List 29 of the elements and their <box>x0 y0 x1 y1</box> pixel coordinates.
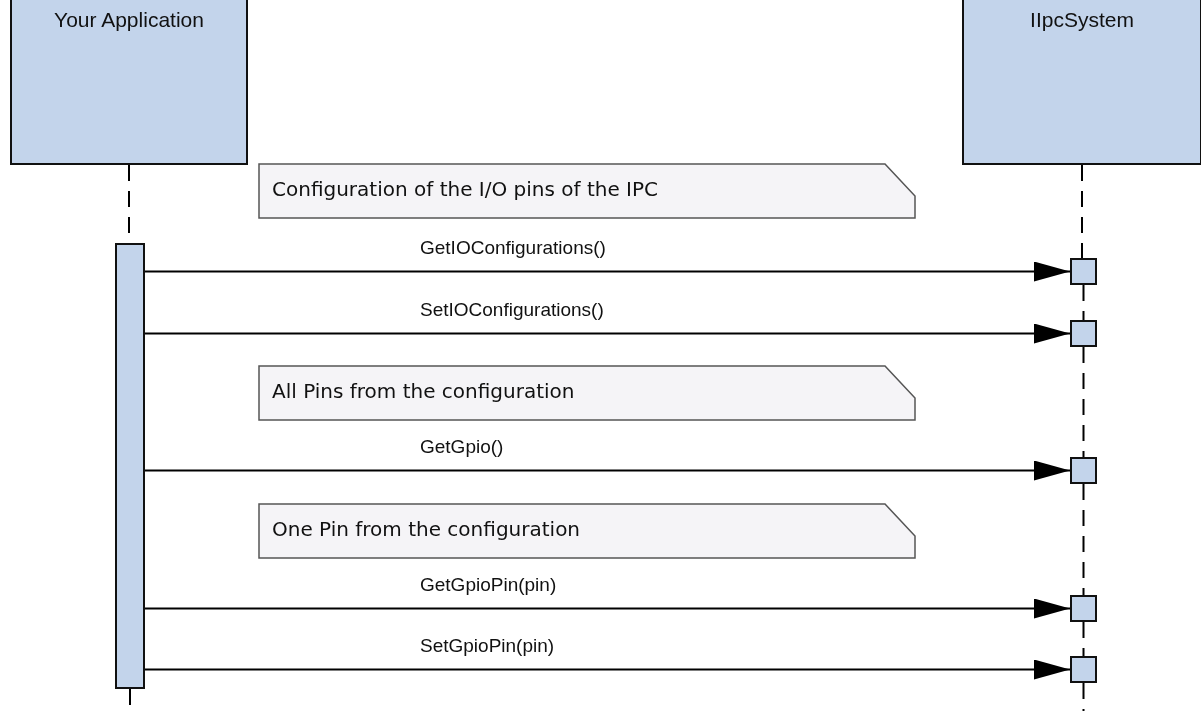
lifeline <box>1082 284 1085 321</box>
edge-label: SetGpioPin(pin) <box>420 634 555 657</box>
lifeline <box>1081 164 1083 259</box>
message-arrow <box>144 460 1071 481</box>
edge-label: GetGpioPin(pin) <box>420 573 557 596</box>
lifeline <box>1082 682 1085 711</box>
participant-name: Your Application <box>53 8 205 32</box>
note-text: One Pin from the configuration <box>272 517 581 541</box>
activation-box <box>1070 320 1097 347</box>
activation-box <box>1070 258 1097 285</box>
activation-box <box>1070 595 1097 622</box>
lifeline <box>1082 483 1085 596</box>
lifeline <box>1082 346 1085 458</box>
message-arrow <box>144 261 1071 282</box>
lifeline <box>1082 621 1085 657</box>
activation-bar <box>115 243 145 689</box>
activation-box <box>1070 656 1097 683</box>
message-arrow <box>144 598 1071 619</box>
note-text: All Pins from the configuration <box>272 379 575 403</box>
edge-label: GetIOConfigurations() <box>420 236 606 259</box>
edge-label: SetIOConfigurations() <box>420 298 604 321</box>
participant-box <box>962 0 1201 165</box>
activation-box <box>1070 457 1097 484</box>
message-arrow <box>144 659 1071 680</box>
participant-name: IIpcSystem <box>1029 8 1135 32</box>
note-text: Configuration of the I/O pins of the IPC <box>272 177 658 201</box>
participant-box <box>10 0 248 165</box>
message-arrow <box>144 323 1071 344</box>
edge-label: GetGpio() <box>420 435 504 458</box>
